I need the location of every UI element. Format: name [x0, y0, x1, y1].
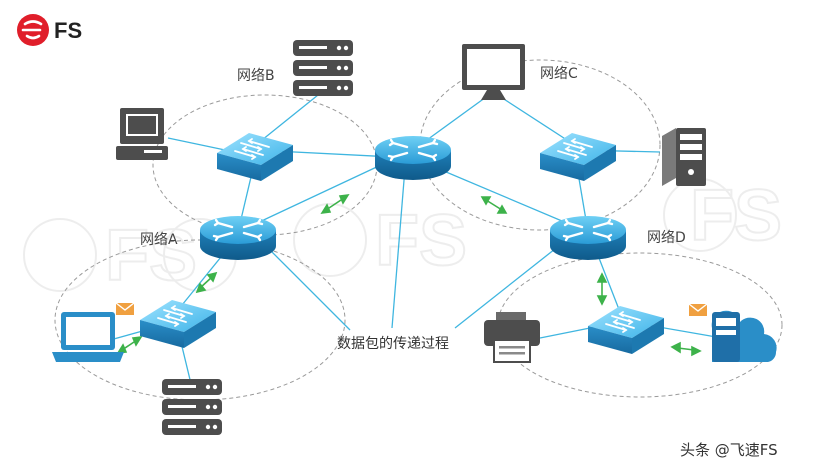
- envelope-icon: [688, 303, 708, 317]
- diagram-caption: 数据包的传递过程: [337, 336, 449, 352]
- switch-a: [139, 299, 217, 349]
- link-router-a-caption: [259, 239, 351, 331]
- tower-server-icon: [662, 128, 706, 186]
- watermark: FS FS FS: [23, 175, 783, 297]
- server-a-icon: [162, 379, 222, 435]
- brand-logo: FS: [17, 14, 82, 46]
- transfer-arrow: [195, 271, 218, 294]
- transfer-arrow: [670, 341, 702, 357]
- network-c-label: 网络C: [540, 66, 578, 82]
- router-d: [548, 214, 628, 262]
- laptop-icon: [52, 312, 124, 362]
- footer-credit: 头条 @飞速FS: [680, 441, 778, 459]
- link-pc-switch-b: [167, 137, 226, 151]
- monitor-icon: [462, 44, 525, 100]
- transfer-arrow: [596, 272, 608, 306]
- switch-c: [539, 132, 617, 182]
- link-router-hub-monitor: [419, 91, 494, 146]
- cloud-server-icon: [711, 310, 777, 362]
- link-server-switch-b: [261, 94, 319, 141]
- link-monitor-switch-c: [492, 91, 571, 143]
- network-b-label: 网络B: [237, 68, 275, 84]
- transfer-arrow: [480, 196, 508, 214]
- watermark-text-2: FS: [375, 201, 467, 281]
- brand-logo-text: FS: [54, 18, 82, 43]
- envelope-icon: [115, 302, 135, 316]
- transfer-arrow: [320, 193, 350, 215]
- transfer-arrows: [116, 193, 702, 357]
- watermark-text-1: FS: [105, 216, 197, 296]
- transfer-arrow: [116, 335, 143, 355]
- router-hub: [373, 134, 453, 182]
- printer-icon: [484, 312, 540, 363]
- watermark-text-3: FS: [690, 176, 782, 256]
- network-a-label: 网络A: [140, 232, 178, 248]
- link-router-hub-caption: [391, 167, 406, 329]
- network-d-label: 网络D: [647, 230, 686, 246]
- switch-d: [587, 305, 665, 355]
- switch-b: [216, 132, 294, 182]
- desktop-pc-icon: [116, 108, 168, 160]
- link-router-d-caption: [454, 244, 561, 329]
- server-b-icon: [293, 40, 353, 96]
- router-a: [198, 214, 278, 262]
